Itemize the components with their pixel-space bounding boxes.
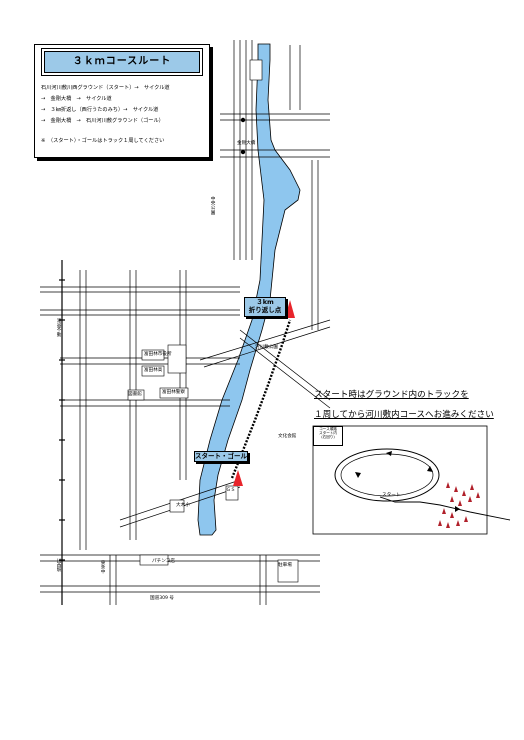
map-label: 河川敷公園 [255,345,278,350]
instruction-line: スタート時はグラウンド内のトラックを [314,390,469,400]
start-goal-callout: スタート・ゴール [194,451,248,462]
instruction-line: １周してから河川敷内コースへお進みください [314,410,494,420]
legend-line: スタート内 [319,431,337,436]
map-label: 滝谷不動 [56,318,61,337]
railway [59,260,65,605]
map-label: 中央公園 [210,196,215,215]
turnaround-label: 折り返し点 [248,306,282,314]
map-label: 富田林高 [144,368,163,373]
map-label: ＧＳ [226,488,236,493]
map-label: パチンコ店 [152,559,175,564]
route-line: → 金剛大橋 → 石川河川敷グラウンド（ゴール） [41,118,164,124]
legend-line: コース順路 [319,427,337,431]
map-label: 川西駅 [56,558,61,572]
map-label: 富田林市役所 [144,352,172,357]
route-line: → ３㎞折返し（西行うたのみち）→ サイクル道 [41,107,159,113]
buildings [127,59,299,583]
map-label: 駐車場 [278,563,292,568]
route-line: → 金剛大橋 → サイクル道 [41,96,112,102]
route-description-box: ３ｋｍコースルート 石川河川敷川西グラウンド（スタート）→ サイクル道 → 金剛… [34,44,210,158]
map-label: 金剛大橋 [237,141,256,146]
route-line: 石川河川敷川西グラウンド（スタート）→ サイクル道 [41,85,170,91]
map-label: 東条中 [100,560,105,574]
start-marker [233,470,243,486]
map-label: 大木小 [176,503,190,508]
map-label: 国道309 号 [150,596,175,601]
route-note: ※ （スタート）・ゴールはトラック１周してください [41,138,165,144]
turnaround-distance: ３km [256,298,274,306]
track-legend: コース順路 スタート内 (右回り) [313,426,343,446]
turnaround-marker [285,300,295,318]
legend-line: (右回り) [321,435,335,440]
route-title: ３ｋｍコースルート [41,48,203,76]
turnaround-callout: ３km 折り返し点 [244,297,286,317]
track-start-label: スタート [382,493,401,498]
roads [40,40,331,605]
river [197,43,301,536]
map-label: 図書館 [128,392,142,397]
map-label: 文化会館 [278,434,297,439]
map-label: 富田林警察 [162,390,185,395]
